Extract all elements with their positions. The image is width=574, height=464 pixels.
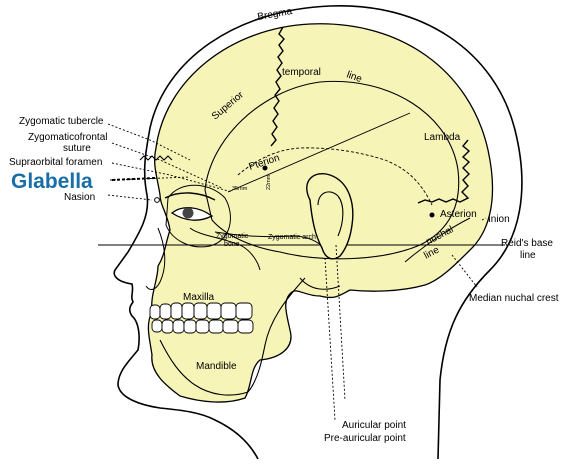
label-lambda: Lambda [424, 132, 461, 143]
eye-iris [183, 208, 194, 219]
label-zygomatic-bone: bone [224, 241, 240, 248]
label-mandible: Mandible [196, 361, 237, 372]
lower-teeth [152, 320, 253, 333]
label-glabella: Glabella [11, 170, 93, 193]
label-temporal: temporal [282, 67, 321, 78]
label-nasion: Nasion [64, 192, 95, 203]
label-auricular-point: Auricular point [342, 420, 406, 431]
asterion-point [430, 213, 435, 218]
label-35mm: 35mm [232, 186, 248, 192]
label-reids-base: Reid's base [501, 238, 553, 249]
label-zygomatic: Zygomatic [216, 233, 249, 240]
label-reids-base-line: line [520, 250, 536, 261]
nasion-point [155, 198, 160, 203]
label-supraorbital-foramen: Supraorbital foramen [9, 157, 102, 168]
upper-teeth [150, 303, 252, 319]
label-22mm: 22mm [266, 174, 272, 190]
label-pre-auricular-point: Pre-auricular point [324, 433, 406, 444]
glabella-leader [112, 178, 155, 180]
label-maxilla: Maxilla [183, 292, 215, 303]
label-asterion: Asterion [440, 209, 477, 220]
label-zygomatic-arch: Zygomatic arch [268, 234, 316, 241]
label-zygomaticofrontal: Zygomaticofrontal [28, 132, 107, 143]
label-median-nuchal-crest: Median nuchal crest [469, 293, 559, 304]
label-bregma: Bregma [257, 6, 294, 23]
label-inion: Inion [488, 214, 510, 225]
label-zygomaticofrontal-suture: suture [63, 143, 91, 154]
label-zygomatic-tubercle: Zygomatic tubercle [19, 116, 104, 127]
